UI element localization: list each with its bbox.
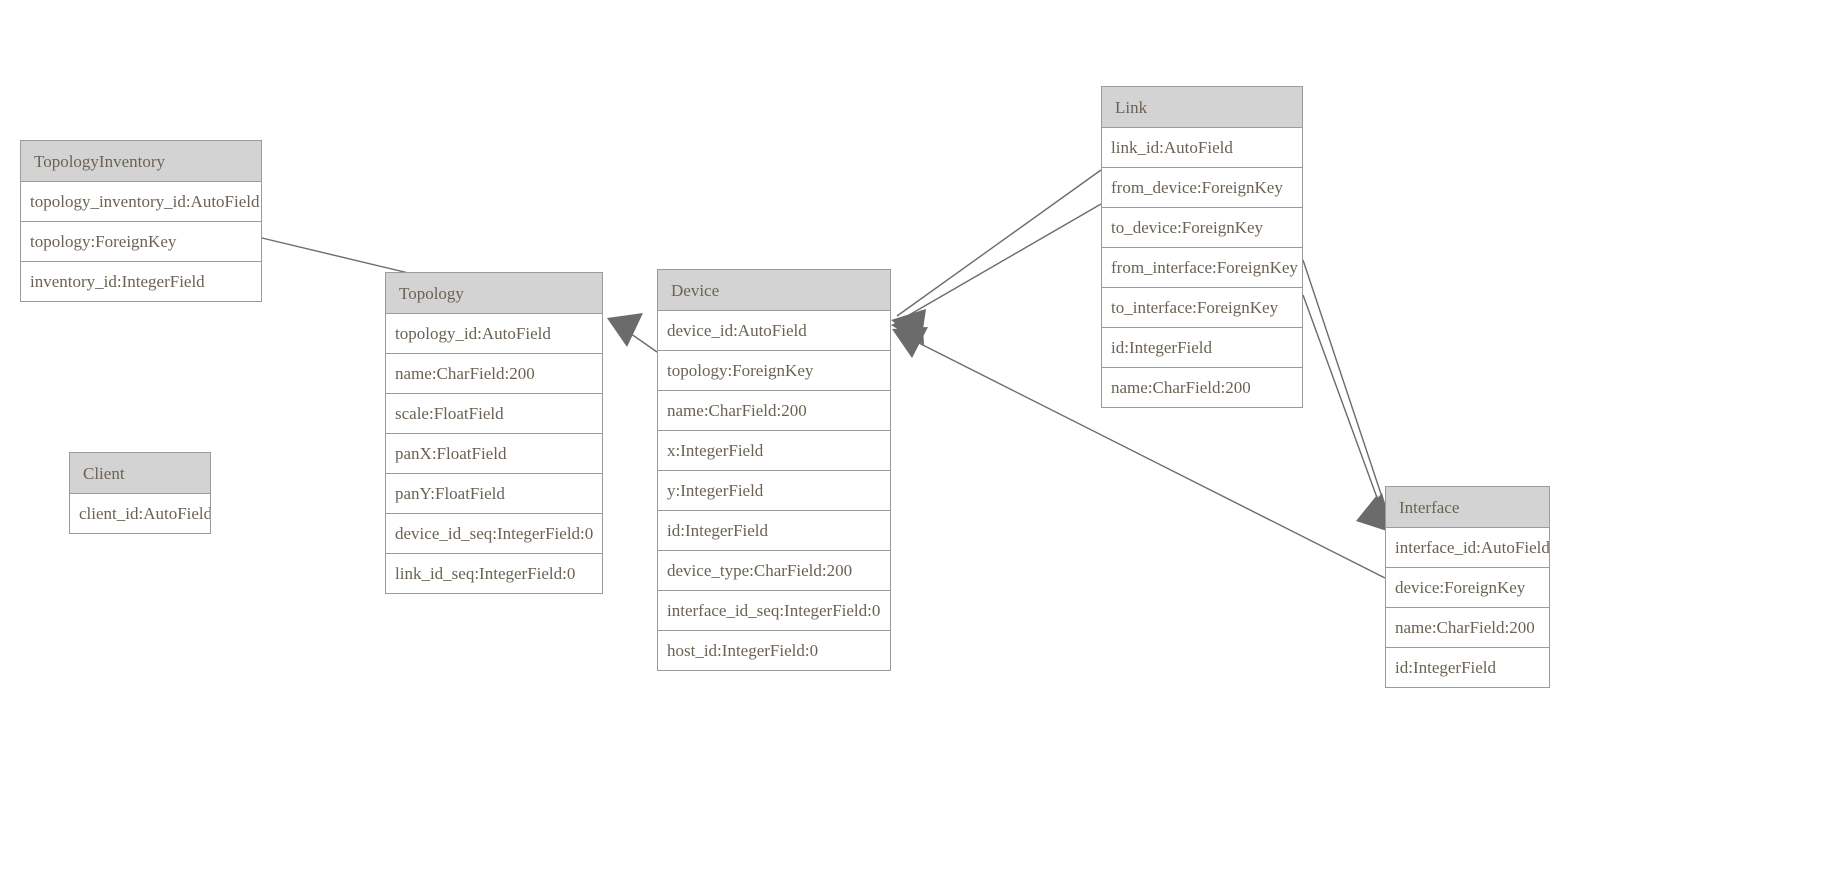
relationship-link-to-device <box>891 203 1102 345</box>
entity-field[interactable]: to_device:ForeignKey <box>1102 208 1302 248</box>
entity-field[interactable]: device:ForeignKey <box>1386 568 1549 608</box>
entity-field[interactable]: id:IntegerField <box>658 511 890 551</box>
entity-field[interactable]: link_id_seq:IntegerField:0 <box>386 554 602 594</box>
entity-field[interactable]: topology:ForeignKey <box>21 222 261 262</box>
relationship-link-from-device <box>891 169 1102 343</box>
entity-field[interactable]: id:IntegerField <box>1102 328 1302 368</box>
entity-field[interactable]: name:CharField:200 <box>658 391 890 431</box>
arrowhead-icon <box>891 310 924 345</box>
entity-title-link: Link <box>1102 87 1302 128</box>
relationship-line <box>896 203 1102 323</box>
relationship-line <box>1302 259 1392 525</box>
arrowhead-icon <box>892 327 928 358</box>
entity-title-device: Device <box>658 270 890 311</box>
entity-field[interactable]: name:CharField:200 <box>1386 608 1549 648</box>
entity-field[interactable]: topology_id:AutoField <box>386 314 602 354</box>
relationship-line <box>1302 294 1388 526</box>
entity-field[interactable]: panX:FloatField <box>386 434 602 474</box>
relationship-link-to-interface <box>1302 294 1390 532</box>
entity-field[interactable]: host_id:IntegerField:0 <box>658 631 890 671</box>
entity-field[interactable]: client_id:AutoField <box>70 494 210 534</box>
relationship-line <box>613 321 658 353</box>
entity-title-topology: Topology <box>386 273 602 314</box>
entity-field[interactable]: device_id:AutoField <box>658 311 890 351</box>
entity-field[interactable]: panY:FloatField <box>386 474 602 514</box>
entity-field[interactable]: from_interface:ForeignKey <box>1102 248 1302 288</box>
entity-field[interactable]: id:IntegerField <box>1386 648 1549 688</box>
arrowhead-icon <box>891 309 926 343</box>
entity-field[interactable]: device_type:CharField:200 <box>658 551 890 591</box>
relationship-device-topology <box>607 313 658 353</box>
entity-title-client: Client <box>70 453 210 494</box>
entity-field[interactable]: name:CharField:200 <box>386 354 602 394</box>
entity-field[interactable]: interface_id_seq:IntegerField:0 <box>658 591 890 631</box>
relationship-link-from-interface <box>1302 259 1393 530</box>
entity-field[interactable]: from_device:ForeignKey <box>1102 168 1302 208</box>
entity-field[interactable]: topology:ForeignKey <box>658 351 890 391</box>
entity-field[interactable]: y:IntegerField <box>658 471 890 511</box>
entity-field[interactable]: scale:FloatField <box>386 394 602 434</box>
entity-field[interactable]: to_interface:ForeignKey <box>1102 288 1302 328</box>
entity-field[interactable]: topology_inventory_id:AutoField <box>21 182 261 222</box>
entity-field[interactable]: link_id:AutoField <box>1102 128 1302 168</box>
relationship-line <box>896 169 1102 317</box>
entity-title-interface: Interface <box>1386 487 1549 528</box>
entity-field[interactable]: inventory_id:IntegerField <box>21 262 261 302</box>
entity-title-topologyinventory: TopologyInventory <box>21 141 261 182</box>
entity-field[interactable]: name:CharField:200 <box>1102 368 1302 408</box>
entity-field[interactable]: x:IntegerField <box>658 431 890 471</box>
entity-field[interactable]: device_id_seq:IntegerField:0 <box>386 514 602 554</box>
entity-field[interactable]: interface_id:AutoField <box>1386 528 1549 568</box>
arrowhead-icon <box>607 313 643 347</box>
